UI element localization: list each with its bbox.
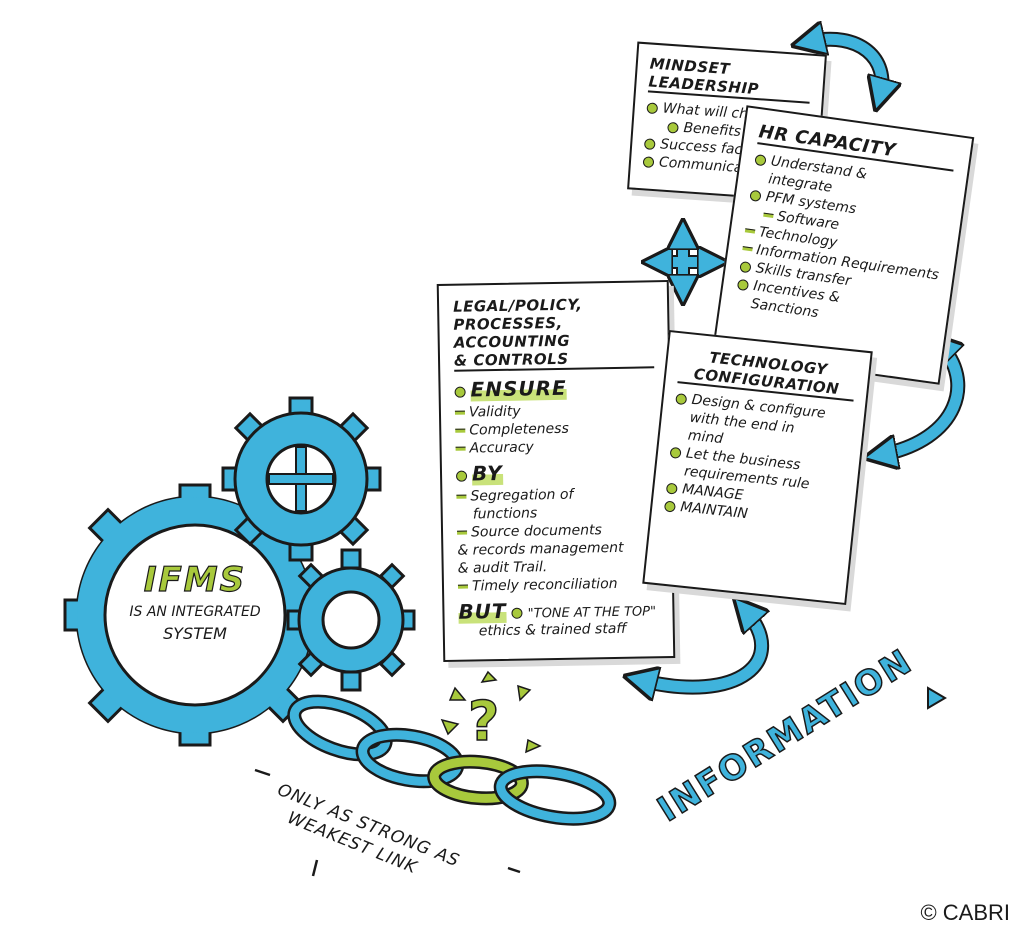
mindset-title: Mindset Leadership xyxy=(648,55,812,104)
dash-icon xyxy=(456,495,466,499)
bullet-icon xyxy=(754,153,766,165)
information-arrowhead xyxy=(928,688,945,708)
bullet-icon xyxy=(456,471,467,482)
ifms-label: IFMS is an integrated system xyxy=(115,560,275,643)
bullet-icon xyxy=(666,482,678,494)
ensure-heading: Ensure xyxy=(454,374,654,401)
bullet-icon xyxy=(737,278,749,290)
ifms-title: IFMS xyxy=(115,560,275,600)
bullet-icon xyxy=(512,608,523,619)
by-heading: By xyxy=(456,458,656,485)
bullet-icon xyxy=(643,156,655,168)
bullet-icon xyxy=(675,393,687,405)
small-gear-icon xyxy=(288,550,414,690)
dash-icon xyxy=(455,411,465,415)
ifms-line-2: system xyxy=(115,624,275,643)
bullet-icon xyxy=(739,260,751,272)
ifms-line-1: is an integrated xyxy=(115,604,275,620)
bullet-icon xyxy=(644,138,656,150)
list-item: Timely reconciliation xyxy=(458,574,658,595)
dash-icon xyxy=(745,228,755,233)
but-line-2: ethics & trained staff xyxy=(459,620,659,639)
list-item: Accuracy xyxy=(455,436,655,457)
dash-icon xyxy=(456,447,466,451)
bullet-icon xyxy=(455,387,466,398)
dash-icon xyxy=(455,429,465,433)
bullet-icon xyxy=(664,500,676,512)
dash-icon xyxy=(457,531,467,535)
question-mark: ? xyxy=(468,690,499,753)
dash-icon xyxy=(458,585,468,589)
legal-title-2: Processes, Accounting xyxy=(453,312,654,351)
bullet-icon xyxy=(667,121,679,133)
bullet-icon xyxy=(670,446,682,458)
legal-policy-card: Legal/Policy, Processes, Accounting & Co… xyxy=(437,280,676,662)
technology-configuration-card: Technology Configuration Design & config… xyxy=(642,330,873,605)
legal-title-3: & Controls xyxy=(454,348,654,371)
top-gear-icon xyxy=(223,398,380,560)
bullet-icon xyxy=(646,102,658,114)
dash-icon xyxy=(763,213,773,218)
bullet-icon xyxy=(749,189,761,201)
copyright: © CABRI xyxy=(920,900,1010,926)
but-line: But "Tone at the top" xyxy=(458,596,658,623)
dash-icon xyxy=(742,246,752,251)
